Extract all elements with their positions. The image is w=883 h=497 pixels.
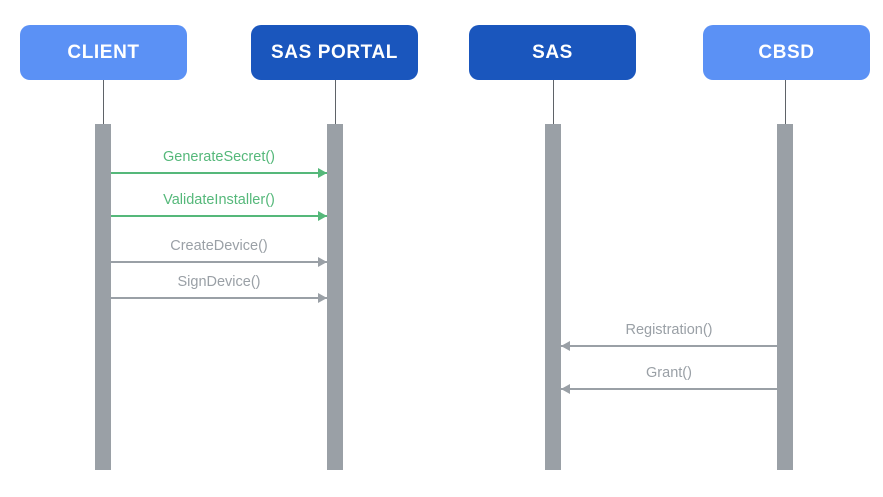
activation-bar-client <box>95 124 111 470</box>
actor-label: SAS <box>532 41 573 63</box>
arrowhead-right-icon <box>318 257 327 267</box>
actor-box-cbsd[interactable]: CBSD <box>703 25 870 80</box>
actor-label: CLIENT <box>67 41 140 63</box>
message-line <box>561 345 777 347</box>
message-label: Grant() <box>646 365 692 381</box>
activation-bar-sas-portal <box>327 124 343 470</box>
actor-box-client[interactable]: CLIENT <box>20 25 187 80</box>
message-label: SignDevice() <box>177 274 261 290</box>
activation-bar-sas <box>545 124 561 470</box>
message-line <box>111 215 327 217</box>
message-line <box>561 388 777 390</box>
actor-box-sas[interactable]: SAS <box>469 25 636 80</box>
message-line <box>111 297 327 299</box>
arrowhead-right-icon <box>318 168 327 178</box>
message-label: GenerateSecret() <box>162 149 276 165</box>
actor-box-sas-portal[interactable]: SAS PORTAL <box>251 25 418 80</box>
message-label: CreateDevice() <box>170 238 268 254</box>
message-label: ValidateInstaller() <box>163 192 275 208</box>
arrowhead-right-icon <box>318 293 327 303</box>
message-label: Registration() <box>625 322 713 338</box>
arrowhead-right-icon <box>318 211 327 221</box>
activation-bar-cbsd <box>777 124 793 470</box>
actor-label: SAS PORTAL <box>270 41 399 63</box>
actor-label: CBSD <box>758 41 815 63</box>
message-line <box>111 172 327 174</box>
arrowhead-left-icon <box>561 384 570 394</box>
arrowhead-left-icon <box>561 341 570 351</box>
message-line <box>111 261 327 263</box>
